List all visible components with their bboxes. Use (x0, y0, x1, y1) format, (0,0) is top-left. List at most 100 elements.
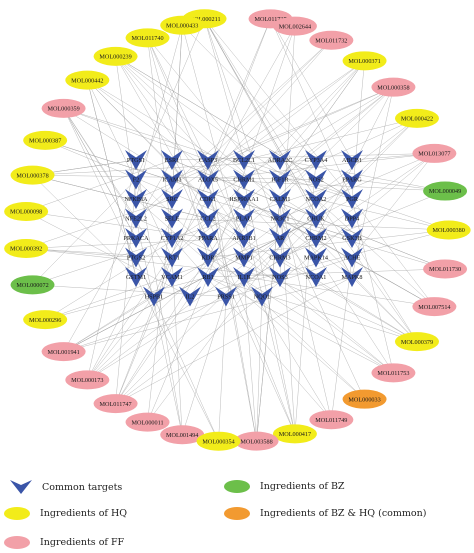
ingredient-node[interactable]: MOL001494 (160, 425, 205, 445)
target-node[interactable]: BCL2L1 (233, 150, 255, 170)
ingredient-node[interactable]: MOL000433 (160, 15, 205, 35)
ingredient-label: MOL000211 (189, 16, 221, 23)
target-node[interactable]: ALOX5 (197, 169, 219, 190)
target-node[interactable]: CYP3A4 (305, 150, 328, 170)
ingredient-ellipse (65, 370, 110, 390)
target-node[interactable]: DPP4 (341, 208, 363, 229)
target-node[interactable]: HSP90AA1 (229, 189, 259, 209)
target-node[interactable]: MMP1 (233, 247, 255, 268)
target-node[interactable]: PLAU (233, 208, 255, 229)
target-node[interactable]: PGR (341, 189, 363, 209)
target-node[interactable]: IL2 (179, 286, 201, 307)
edge-line (279, 153, 435, 219)
target-node[interactable]: HSPB1 (143, 286, 165, 307)
target-node[interactable]: PRKACA (123, 228, 149, 248)
ingredient-node[interactable]: MOL000392 (4, 238, 49, 258)
target-node[interactable]: NFE2L2 (125, 208, 147, 229)
target-node[interactable]: AR (269, 228, 291, 248)
target-node[interactable]: NFKBIA (124, 189, 148, 209)
target-node[interactable]: CALM1 (269, 189, 291, 209)
target-node[interactable]: CDK1 (197, 189, 219, 209)
ingredient-node[interactable]: MOL000359 (41, 98, 86, 118)
target-node[interactable]: NOS3 (269, 267, 291, 287)
ingredient-node[interactable]: MOL000033 (342, 389, 387, 409)
target-node[interactable]: ABCB1 (341, 150, 363, 170)
ingredient-node[interactable]: MOL000072 (10, 275, 55, 295)
target-node[interactable]: MAPK8 (341, 267, 363, 287)
target-node[interactable]: PTGS2 (125, 247, 147, 268)
target-node[interactable]: KDR (197, 247, 219, 268)
ingredient-node[interactable]: MOL007514 (412, 297, 457, 317)
ingredient-node[interactable]: MOL000387 (23, 130, 68, 150)
target-node[interactable]: SRC (161, 189, 183, 209)
target-node[interactable]: IGF1R (269, 169, 291, 190)
target-node[interactable]: ADRA2C (268, 150, 293, 170)
legend: Common targets Ingredients of BZ Ingredi… (0, 470, 474, 553)
ff-ellipse-icon (4, 536, 30, 549)
target-node[interactable]: GSK3B (341, 228, 363, 248)
ingredient-node[interactable]: MOL011747 (93, 394, 138, 414)
ingredient-node[interactable]: MOL000379 (394, 332, 439, 352)
target-node[interactable]: CHRM2 (305, 228, 327, 248)
ingredient-node[interactable]: MOL000380 (426, 220, 471, 240)
target-chevron-icon (341, 189, 363, 209)
target-chevron-icon (251, 286, 273, 307)
ingredient-node[interactable]: MOL002644 (272, 16, 317, 36)
target-node[interactable]: CHRM1 (233, 169, 255, 190)
edge-line (351, 153, 435, 258)
ingredient-node[interactable]: MOL001941 (41, 342, 86, 362)
ingredient-node[interactable]: MOL000011 (125, 412, 170, 432)
target-node[interactable]: NR3C1 (269, 208, 291, 229)
ingredient-node[interactable]: MOL013077 (412, 143, 457, 163)
target-node[interactable]: PRSS1 (215, 286, 237, 307)
target-node[interactable]: CCL2 (197, 208, 219, 229)
target-node[interactable]: ESR1 (161, 150, 183, 170)
target-node[interactable]: AKT1 (161, 247, 183, 268)
edge-line (32, 174, 137, 278)
target-chevron-icon (341, 228, 363, 248)
ingredient-node[interactable]: MOL011732 (309, 30, 354, 50)
ingredient-node[interactable]: MOL000354 (196, 431, 241, 451)
target-node[interactable]: GSTM1 (125, 267, 147, 287)
edge-line (243, 276, 257, 442)
target-node[interactable]: ICAM1 (161, 169, 183, 190)
target-node[interactable]: CHRM3 (269, 247, 291, 268)
ingredient-node[interactable]: MOL000049 (423, 181, 468, 201)
ingredient-node[interactable]: MOL000173 (65, 370, 110, 390)
ingredient-node[interactable]: MOL000296 (23, 310, 68, 330)
target-label: HSP90AA1 (229, 196, 259, 203)
ingredient-node[interactable]: MOL000422 (394, 108, 439, 128)
target-node[interactable]: MAPK14 (304, 247, 328, 268)
ingredient-node[interactable]: MOL000358 (371, 77, 416, 97)
target-node[interactable]: RB1 (197, 267, 219, 287)
target-label: NR3C1 (271, 216, 290, 223)
target-node[interactable]: PPARG (341, 169, 363, 190)
target-node[interactable]: NOS2 (305, 169, 327, 190)
ingredient-node[interactable]: MOL011740 (125, 28, 170, 48)
target-node[interactable]: CYP1A2 (161, 228, 184, 248)
target-node[interactable]: CHUK (305, 208, 327, 229)
target-node[interactable]: F2 (125, 169, 147, 190)
ingredient-node[interactable]: MOL000378 (10, 165, 55, 185)
target-node[interactable]: NCOA1 (305, 267, 327, 287)
target-node[interactable]: NQO1 (251, 286, 273, 307)
ingredient-node[interactable]: MOL000442 (65, 70, 110, 90)
ingredient-node[interactable]: MOL003588 (234, 431, 279, 451)
target-node[interactable]: AKR1B1 (232, 228, 256, 248)
target-node[interactable]: NCOA2 (305, 189, 327, 209)
target-chevron-icon (161, 247, 183, 268)
ingredient-node[interactable]: MOL011730 (423, 259, 468, 279)
target-node[interactable]: VCAM1 (161, 267, 183, 287)
ingredient-node[interactable]: MOL000239 (93, 46, 138, 66)
ingredient-node[interactable]: MOL011753 (371, 363, 416, 383)
target-node[interactable]: ACHE (341, 247, 363, 268)
ingredient-node[interactable]: MOL000417 (272, 424, 317, 444)
target-node[interactable]: CASP3 (197, 150, 219, 170)
ingredient-node[interactable]: MOL000371 (342, 51, 387, 71)
target-node[interactable]: PPARA (197, 228, 219, 248)
target-node[interactable]: PTGS1 (125, 150, 147, 170)
ingredient-node[interactable]: MOL000098 (4, 202, 49, 222)
target-node[interactable]: IL1B (233, 267, 255, 287)
ingredient-node[interactable]: MOL011749 (309, 410, 354, 430)
target-node[interactable]: SELE (161, 208, 183, 229)
